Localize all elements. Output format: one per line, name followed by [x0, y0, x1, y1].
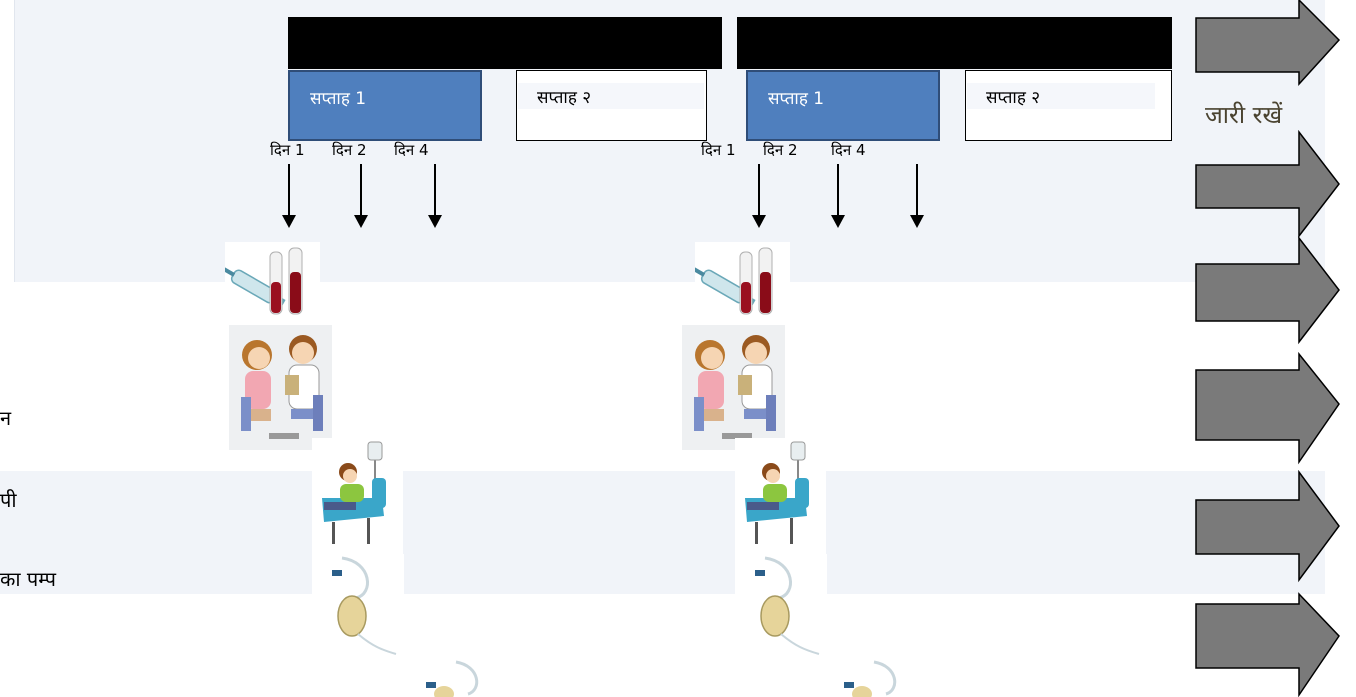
day-label: दिन 4: [394, 141, 429, 159]
right-arrow-icon: [1195, 0, 1341, 86]
week-2-label-bg: [518, 83, 704, 109]
side-label-consultation: न: [0, 406, 12, 430]
down-arrow-icon: [910, 164, 924, 228]
right-arrow-icon: [1195, 236, 1340, 345]
week-1-box-block2: सप्ताह 1: [746, 70, 940, 141]
blood-test-tubes-icon: [225, 242, 320, 326]
week-2-label: सप्ताह २: [986, 88, 1041, 108]
header-mark: [872, 0, 912, 10]
side-label-pump: का पम्प: [0, 567, 56, 591]
doctor-consultation-icon: [682, 325, 785, 450]
day-label: दिन 1: [270, 141, 305, 159]
side-label-therapy: पी: [0, 488, 17, 512]
infusion-pump-icon: [312, 554, 404, 658]
week-2-label-bg: [967, 83, 1155, 109]
header-bar-2: [737, 17, 1172, 69]
week-2-box-block2: सप्ताह २: [965, 70, 1172, 141]
down-arrow-icon: [428, 164, 442, 228]
chemotherapy-chair-icon: [312, 438, 403, 554]
middle-band: [0, 471, 1325, 594]
right-arrow-icon: [1195, 352, 1340, 465]
day-label: दिन 4: [831, 141, 866, 159]
down-arrow-icon: [282, 164, 296, 228]
down-arrow-icon: [831, 164, 845, 228]
chemotherapy-chair-icon: [735, 438, 826, 554]
day-label: दिन 2: [763, 141, 798, 159]
week-1-label: सप्ताह 1: [768, 89, 825, 109]
week-2-label: सप्ताह २: [537, 88, 592, 108]
day-label: दिन 2: [332, 141, 367, 159]
week-2-box-block1: सप्ताह २: [516, 70, 707, 141]
day-label: दिन 1: [701, 141, 736, 159]
header-bar-1: [288, 17, 722, 69]
down-arrow-icon: [752, 164, 766, 228]
down-arrow-icon: [354, 164, 368, 228]
week-1-box-block1: सप्ताह 1: [288, 70, 482, 141]
right-arrow-icon: [1195, 592, 1340, 697]
infusion-pump-icon: [426, 660, 479, 697]
week-1-label: सप्ताह 1: [310, 89, 367, 109]
doctor-consultation-icon: [229, 325, 332, 450]
right-arrow-icon: [1195, 470, 1340, 583]
continue-label: जारी रखें: [1205, 101, 1283, 129]
band-edge: [0, 0, 15, 282]
infusion-pump-icon: [844, 660, 897, 697]
infusion-pump-icon: [735, 554, 827, 658]
right-arrow-icon: [1195, 130, 1340, 239]
blood-test-tubes-icon: [695, 242, 790, 326]
